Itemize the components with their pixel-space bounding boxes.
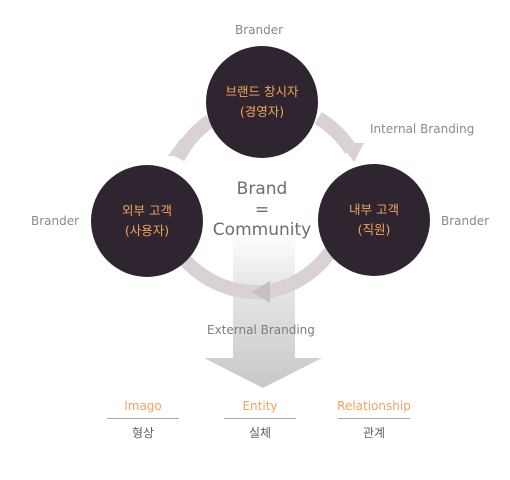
node-founder-line1: 브랜드 창시자 bbox=[225, 84, 299, 99]
term-relationship: Relationship 관계 bbox=[329, 399, 419, 441]
node-external-customer-line1: 외부 고객 bbox=[122, 203, 172, 218]
term-entity-en: Entity bbox=[242, 399, 278, 413]
node-founder: 브랜드 창시자 (경영자) bbox=[206, 46, 318, 158]
term-entity-divider bbox=[224, 418, 296, 419]
brander-label-right: Brander bbox=[441, 214, 490, 228]
cycle-arc-right-bottom bbox=[262, 247, 336, 299]
term-imago-divider bbox=[107, 418, 179, 419]
node-internal-customer-line2: (직원) bbox=[357, 222, 391, 237]
term-entity: Entity 실체 bbox=[215, 399, 305, 441]
node-external-customer-line2: (사용자) bbox=[124, 223, 170, 238]
external-branding-arrow bbox=[204, 232, 322, 388]
node-internal-customer: 내부 고객 (직원) bbox=[318, 164, 430, 276]
internal-branding-label: Internal Branding bbox=[370, 122, 475, 136]
node-founder-line2: (경영자) bbox=[239, 104, 285, 119]
term-imago-en: Imago bbox=[124, 399, 162, 413]
cycle-arrowhead-right bbox=[340, 143, 364, 162]
term-relationship-ko: 관계 bbox=[362, 426, 386, 440]
node-internal-customer-line1: 내부 고객 bbox=[349, 202, 399, 217]
center-brand: Brand bbox=[236, 179, 288, 199]
term-relationship-divider bbox=[338, 418, 410, 419]
term-imago-ko: 형상 bbox=[131, 426, 155, 440]
term-relationship-en: Relationship bbox=[337, 399, 411, 413]
center-equals: = bbox=[254, 200, 270, 220]
center-community: Community bbox=[212, 220, 312, 240]
brander-label-top: Brander bbox=[235, 23, 284, 37]
cycle-arrowhead-left bbox=[168, 138, 188, 156]
term-entity-ko: 실체 bbox=[248, 426, 272, 440]
term-imago: Imago 형상 bbox=[98, 399, 188, 441]
external-branding-label: External Branding bbox=[207, 323, 315, 337]
cycle-arrowhead-bottom bbox=[252, 281, 270, 303]
brander-label-left: Brander bbox=[31, 214, 80, 228]
node-external-customer: 외부 고객 (사용자) bbox=[91, 165, 203, 277]
